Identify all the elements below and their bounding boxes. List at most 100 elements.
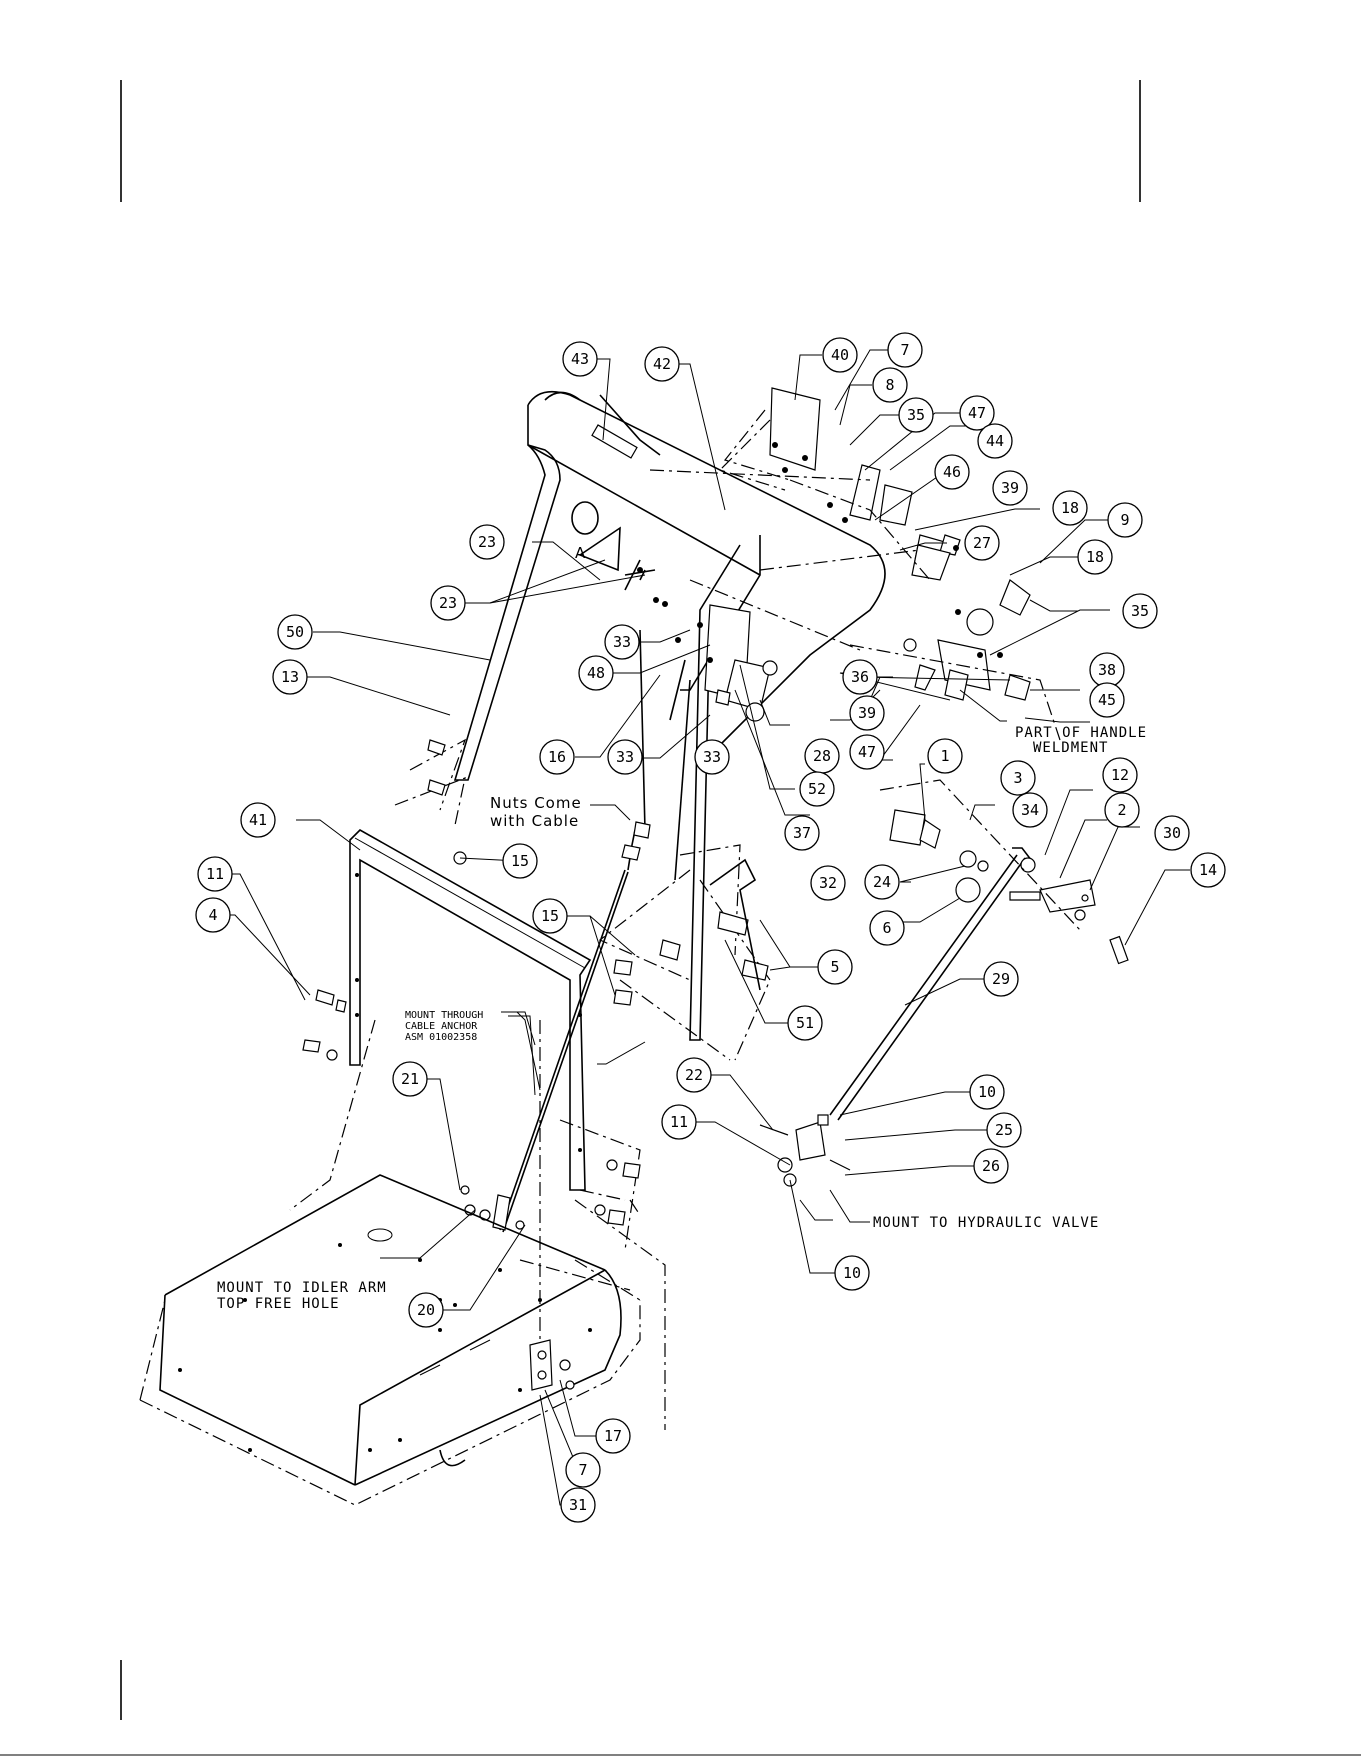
svg-text:38: 38	[1098, 661, 1116, 679]
callout: 44	[977, 423, 1013, 459]
callout: 34	[1012, 792, 1048, 828]
svg-text:8: 8	[885, 376, 894, 394]
svg-text:31: 31	[569, 1496, 587, 1514]
left-bracket	[613, 858, 769, 1006]
callout: 22	[676, 1057, 712, 1093]
svg-text:27: 27	[973, 534, 991, 552]
callout: 47	[959, 395, 995, 431]
svg-text:39: 39	[1001, 479, 1019, 497]
callout: 30	[1154, 815, 1190, 851]
callout: 18	[1077, 539, 1113, 575]
callout: 40	[822, 337, 858, 373]
callout: 12	[1102, 757, 1138, 793]
svg-text:2: 2	[1117, 801, 1126, 819]
svg-text:37: 37	[793, 824, 811, 842]
svg-text:28: 28	[813, 747, 831, 765]
callout: 43	[562, 341, 598, 377]
callout: 16	[539, 739, 575, 775]
callout: 5	[817, 949, 853, 985]
svg-text:9: 9	[1120, 511, 1129, 529]
svg-text:35: 35	[907, 406, 925, 424]
callout: 31	[560, 1487, 596, 1523]
svg-text:33: 33	[703, 748, 721, 766]
linkage-parts	[759, 809, 1129, 1187]
note-nuts-1: Nuts Come	[490, 794, 582, 812]
svg-text:13: 13	[281, 668, 299, 686]
svg-text:10: 10	[978, 1083, 996, 1101]
svg-text:24: 24	[873, 873, 891, 891]
svg-text:40: 40	[831, 346, 849, 364]
callout: 37	[784, 815, 820, 851]
callout: 35	[898, 397, 934, 433]
svg-text:35: 35	[1131, 602, 1149, 620]
callout: 4	[195, 897, 231, 933]
svg-text:41: 41	[249, 811, 267, 829]
callout: 7	[887, 332, 923, 368]
callout: 9	[1107, 502, 1143, 538]
callout: 10	[834, 1255, 870, 1291]
callout: 38	[1089, 652, 1125, 688]
svg-text:25: 25	[995, 1121, 1013, 1139]
svg-text:10: 10	[843, 1264, 861, 1282]
callout: 33	[604, 624, 640, 660]
svg-text:34: 34	[1021, 801, 1039, 819]
callout: 33	[607, 739, 643, 775]
note-handle-weldment-2: WELDMENT	[1033, 740, 1108, 756]
callout: 13	[272, 659, 308, 695]
callout: 36	[842, 659, 878, 695]
callout: 17	[595, 1418, 631, 1454]
callout: 21	[392, 1061, 428, 1097]
callout: 32	[810, 865, 846, 901]
callout: 23	[469, 524, 505, 560]
svg-text:51: 51	[796, 1014, 814, 1032]
svg-text:7: 7	[900, 341, 909, 359]
svg-text:A: A	[575, 544, 586, 562]
callout: 45	[1089, 682, 1125, 718]
svg-text:7: 7	[578, 1461, 587, 1479]
svg-text:15: 15	[541, 907, 559, 925]
callout: 18	[1052, 490, 1088, 526]
assembly-lines	[289, 409, 1081, 1430]
callout: 14	[1190, 852, 1226, 888]
svg-text:45: 45	[1098, 691, 1116, 709]
svg-text:5: 5	[830, 958, 839, 976]
svg-text:32: 32	[819, 874, 837, 892]
callout: 46	[934, 454, 970, 490]
svg-text:48: 48	[587, 664, 605, 682]
callout: 6	[869, 910, 905, 946]
callout: 15	[502, 843, 538, 879]
callout: 23	[430, 585, 466, 621]
svg-text:46: 46	[943, 463, 961, 481]
callout: 42	[644, 346, 680, 382]
callout: 24	[864, 864, 900, 900]
svg-text:12: 12	[1111, 766, 1129, 784]
annotation-notes: PART OF HANDLE WELDMENT Nuts Come with C…	[217, 725, 1146, 1312]
callout: 28	[804, 738, 840, 774]
svg-text:6: 6	[882, 919, 891, 937]
svg-text:16: 16	[548, 748, 566, 766]
svg-text:50: 50	[286, 623, 304, 641]
svg-text:11: 11	[670, 1113, 688, 1131]
svg-text:17: 17	[604, 1427, 622, 1445]
svg-text:47: 47	[858, 743, 876, 761]
svg-text:33: 33	[616, 748, 634, 766]
callout: 1	[927, 738, 963, 774]
svg-text:20: 20	[417, 1301, 435, 1319]
svg-text:33: 33	[613, 633, 631, 651]
svg-text:21: 21	[401, 1070, 419, 1088]
callout: 11	[197, 856, 233, 892]
callout-bubbles: 43 42 40 7 8 35 47 44 46 39 18 9 27 18 2…	[195, 332, 1226, 1523]
callout: 25	[986, 1112, 1022, 1148]
callout: 10	[969, 1074, 1005, 1110]
callout: 39	[992, 470, 1028, 506]
note-cable-anchor-3: ASM 01002358	[405, 1032, 477, 1043]
svg-text:4: 4	[208, 906, 217, 924]
svg-text:23: 23	[478, 533, 496, 551]
callout: 52	[799, 771, 835, 807]
callout: 39	[849, 695, 885, 731]
callout: 50	[277, 614, 313, 650]
svg-text:52: 52	[808, 780, 826, 798]
svg-text:15: 15	[511, 852, 529, 870]
svg-text:47: 47	[968, 404, 986, 422]
callout: 29	[983, 961, 1019, 997]
